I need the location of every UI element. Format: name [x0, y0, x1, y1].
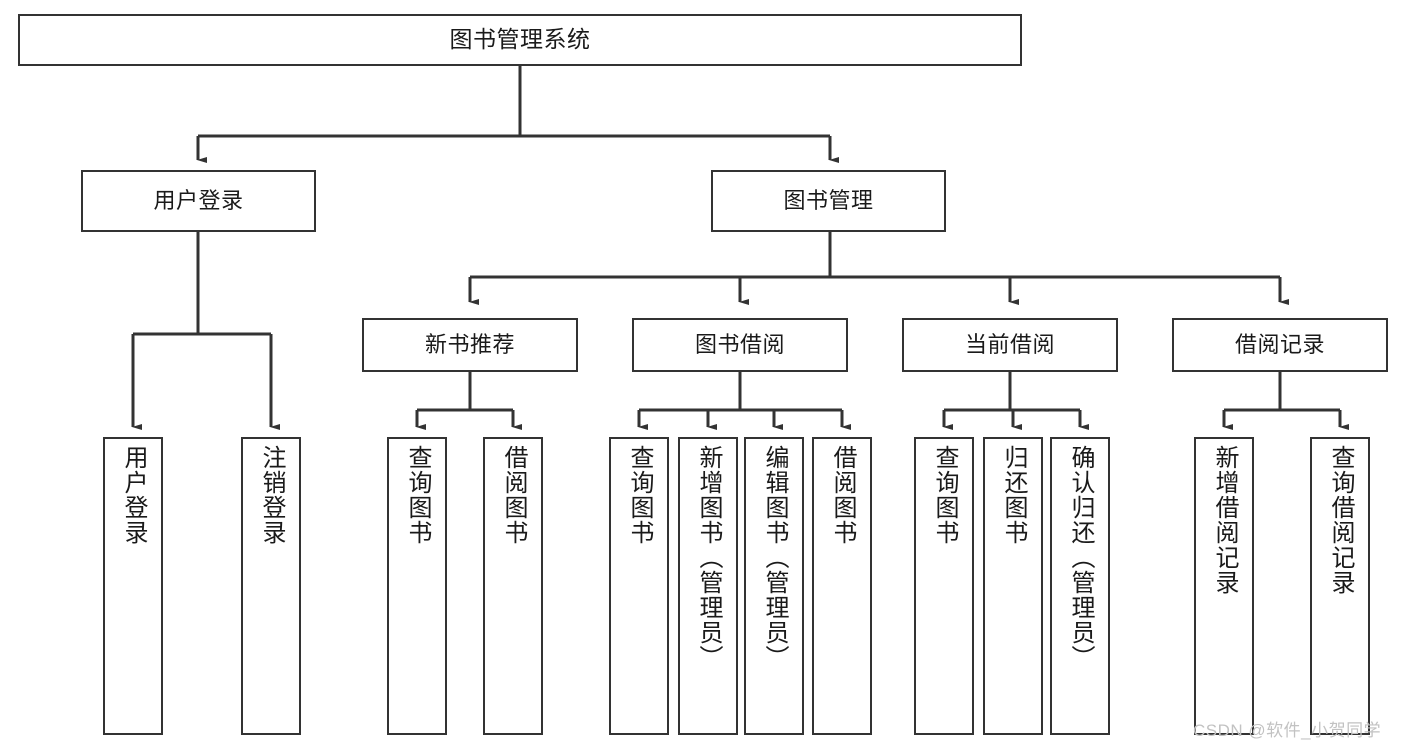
leaf-borrow-edit-book-label: 编辑图书（管理员）	[761, 445, 788, 670]
leaf-borrow-edit-book[interactable]: 编辑图书（管理员）	[744, 437, 804, 735]
node-user-login[interactable]: 用户登录	[81, 170, 316, 232]
leaf-borrow-borrow-book[interactable]: 借阅图书	[812, 437, 872, 735]
leaf-records-query-record-label: 查询借阅记录	[1327, 445, 1354, 595]
leaf-new-book-borrow-label: 借阅图书	[500, 445, 527, 545]
node-current-borrow[interactable]: 当前借阅	[902, 318, 1118, 372]
leaf-new-book-query[interactable]: 查询图书	[387, 437, 447, 735]
leaf-borrow-query-book[interactable]: 查询图书	[609, 437, 669, 735]
leaf-records-query-record[interactable]: 查询借阅记录	[1310, 437, 1370, 735]
node-book-borrow[interactable]: 图书借阅	[632, 318, 848, 372]
leaf-new-book-borrow[interactable]: 借阅图书	[483, 437, 543, 735]
leaf-current-confirm-return-label: 确认归还（管理员）	[1067, 445, 1094, 670]
node-book-manage[interactable]: 图书管理	[711, 170, 946, 232]
leaf-borrow-borrow-book-label: 借阅图书	[829, 445, 856, 545]
node-user-login-label: 用户登录	[153, 188, 244, 214]
node-borrow-records[interactable]: 借阅记录	[1172, 318, 1388, 372]
leaf-user-login-logout-label: 注销登录	[258, 445, 285, 545]
leaf-new-book-query-label: 查询图书	[404, 445, 431, 545]
node-current-borrow-label: 当前借阅	[964, 332, 1055, 358]
node-root-label: 图书管理系统	[449, 26, 591, 53]
node-book-manage-label: 图书管理	[783, 188, 874, 214]
leaf-current-query-book[interactable]: 查询图书	[914, 437, 974, 735]
leaf-borrow-query-book-label: 查询图书	[626, 445, 653, 545]
node-root[interactable]: 图书管理系统	[18, 14, 1022, 66]
leaf-user-login-login[interactable]: 用户登录	[103, 437, 163, 735]
node-new-book-recommend-label: 新书推荐	[424, 332, 515, 358]
leaf-user-login-logout[interactable]: 注销登录	[241, 437, 301, 735]
node-borrow-records-label: 借阅记录	[1234, 332, 1325, 358]
node-book-borrow-label: 图书借阅	[694, 332, 785, 358]
leaf-current-return-book-label: 归还图书	[1000, 445, 1027, 545]
leaf-current-return-book[interactable]: 归还图书	[983, 437, 1043, 735]
leaf-records-add-record[interactable]: 新增借阅记录	[1194, 437, 1254, 735]
node-new-book-recommend[interactable]: 新书推荐	[362, 318, 578, 372]
leaf-current-confirm-return[interactable]: 确认归还（管理员）	[1050, 437, 1110, 735]
leaf-records-add-record-label: 新增借阅记录	[1211, 445, 1238, 595]
leaf-current-query-book-label: 查询图书	[931, 445, 958, 545]
leaf-borrow-add-book[interactable]: 新增图书（管理员）	[678, 437, 738, 735]
leaf-user-login-login-label: 用户登录	[120, 445, 147, 545]
leaf-borrow-add-book-label: 新增图书（管理员）	[695, 445, 722, 670]
